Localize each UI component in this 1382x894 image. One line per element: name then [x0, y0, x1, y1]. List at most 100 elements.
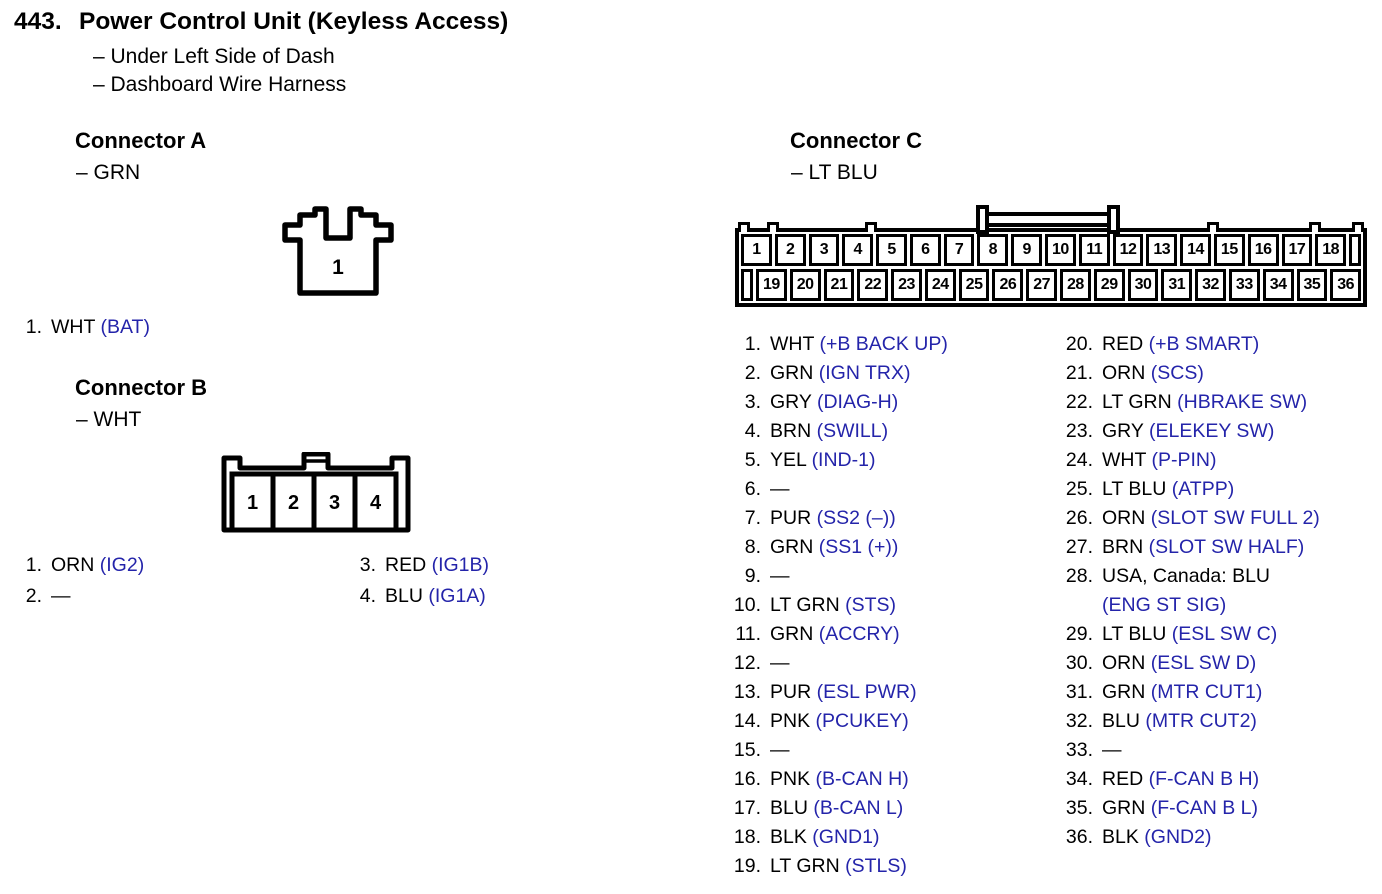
section-number: 443.: [14, 8, 62, 35]
pin-cavity: 28: [1060, 269, 1091, 301]
pin-entry: 7. PUR (SS2 (–)): [725, 504, 948, 533]
pin-cavity: 1: [741, 234, 772, 266]
signal-name: (+B BACK UP): [819, 333, 948, 355]
pin-entry: 36. BLK (GND2): [1057, 823, 1320, 852]
pin-cavity: 16: [1247, 234, 1279, 266]
pin-number: 13.: [733, 681, 761, 703]
wire-color: —: [770, 739, 790, 761]
pin-cavity: 4: [842, 234, 874, 266]
pin-number: 20.: [1065, 333, 1093, 355]
pin-description: GRN (IGN TRX): [770, 359, 911, 388]
pin-description: —: [51, 581, 71, 612]
pin-entry: 25. LT BLU (ATPP): [1057, 475, 1320, 504]
pin-number: 27.: [1065, 536, 1093, 558]
pin-entry: 15. —: [725, 736, 948, 765]
signal-name: (GND2): [1144, 826, 1212, 848]
wire-color: RED: [385, 554, 427, 576]
pin-description: —: [770, 475, 790, 504]
pin-cavity: 30: [1127, 269, 1159, 301]
pin-number: 9.: [744, 565, 761, 587]
pin-entry: 8. GRN (SS1 (+)): [725, 533, 948, 562]
pin-number: 32.: [1065, 710, 1093, 732]
pin-entry: 4. BRN (SWILL): [725, 417, 948, 446]
pin-description: LT BLU (ATPP): [1102, 475, 1234, 504]
signal-name: (ELEKEY SW): [1148, 420, 1275, 442]
connector-b-title: Connector B: [75, 375, 207, 400]
connector-c-title: Connector C: [790, 128, 922, 153]
wire-color: WHT: [770, 333, 815, 355]
housing-tab: [865, 222, 877, 232]
pin-description: YEL (IND-1): [770, 446, 875, 475]
pin-number: 21.: [1065, 362, 1093, 384]
pin-cavity: 11: [1078, 234, 1110, 266]
wire-color: ORN: [51, 554, 95, 576]
pin-description: GRN (SS1 (+)): [770, 533, 898, 562]
wire-color: PUR: [770, 507, 812, 529]
pin-number: 29.: [1065, 623, 1093, 645]
pin-cavity: 18: [1315, 234, 1347, 266]
pin-number: 23.: [1065, 420, 1093, 442]
pin-number: 8.: [744, 536, 761, 558]
wire-color: LT BLU: [1102, 623, 1167, 645]
signal-name: (BAT): [100, 316, 150, 338]
connector-b-cavity-label: 1: [247, 492, 258, 514]
pin-entry: 21. ORN (SCS): [1057, 359, 1320, 388]
pin-description: —: [770, 649, 790, 678]
connector-b-cavity-label: 4: [370, 492, 382, 514]
wire-color: BLK: [1102, 826, 1139, 848]
signal-name: (SLOT SW FULL 2): [1150, 507, 1320, 529]
connector-c-pin-list-left: 1. WHT (+B BACK UP) 2. GRN (IGN TRX) 3. …: [725, 330, 948, 881]
pin-number: 11.: [735, 623, 761, 645]
pin-cavity: 14: [1180, 234, 1211, 266]
pin-number: 30.: [1065, 652, 1093, 674]
connector-a-housing-outline: [282, 206, 394, 296]
wire-color: —: [51, 585, 71, 607]
pin-description: —: [770, 736, 790, 765]
connector-b-cavity-label: 2: [288, 492, 299, 514]
pin-number: 19.: [733, 855, 761, 877]
location-note: – Under Left Side of Dash: [93, 45, 335, 68]
signal-name: (F-CAN B H): [1148, 768, 1260, 790]
pin-description: GRY (ELEKEY SW): [1102, 417, 1274, 446]
housing-tab: [738, 222, 750, 232]
pin-number: 35.: [1065, 797, 1093, 819]
pin-description: LT GRN (STS): [770, 591, 896, 620]
pin-entry: 1. ORN (IG2): [18, 550, 144, 581]
connector-c-pin-list-right: 20. RED (+B SMART) 21. ORN (SCS) 22. LT …: [1057, 330, 1320, 852]
wire-color: BLK: [770, 826, 807, 848]
pin-entry: 2. —: [18, 581, 144, 612]
signal-name: (SWILL): [816, 420, 889, 442]
pin-entry: 13. PUR (ESL PWR): [725, 678, 948, 707]
pin-entry: 1. WHT (+B BACK UP): [725, 330, 948, 359]
pin-description: BRN (SLOT SW HALF): [1102, 533, 1304, 562]
housing-tab: [767, 222, 779, 232]
pin-cavity: 29: [1093, 269, 1125, 301]
location-note: – Dashboard Wire Harness: [93, 73, 347, 96]
pin-description: RED (IG1B): [385, 550, 489, 581]
pin-entry: 28. USA, Canada: BLU (ENG ST SIG): [1057, 562, 1320, 620]
signal-name: (MTR CUT2): [1145, 710, 1257, 732]
pin-entry: 17. BLU (B-CAN L): [725, 794, 948, 823]
wire-color: GRN: [1102, 797, 1146, 819]
pin-description: —: [1102, 736, 1122, 765]
pin-entry: 27. BRN (SLOT SW HALF): [1057, 533, 1320, 562]
pin-number: 34.: [1065, 768, 1093, 790]
wire-color: ORN: [1102, 652, 1146, 674]
wire-color: YEL: [770, 449, 807, 471]
pin-entry: 16. PNK (B-CAN H): [725, 765, 948, 794]
pin-description: USA, Canada: BLU (ENG ST SIG): [1102, 562, 1270, 620]
pin-entry: 6. —: [725, 475, 948, 504]
connector-a-housing-color: – GRN: [76, 161, 141, 184]
pin-entry: 3. RED (IG1B): [352, 550, 489, 581]
pin-number: 3.: [744, 391, 761, 413]
pin-number: 16.: [733, 768, 761, 790]
wire-color: GRY: [770, 391, 812, 413]
pin-cavity: 13: [1146, 234, 1178, 266]
pin-cavity: 6: [909, 234, 941, 266]
wire-color: RED: [1102, 768, 1144, 790]
pin-cavity: 10: [1045, 234, 1076, 266]
wire-color: BRN: [1102, 536, 1144, 558]
pin-entry: 26. ORN (SLOT SW FULL 2): [1057, 504, 1320, 533]
